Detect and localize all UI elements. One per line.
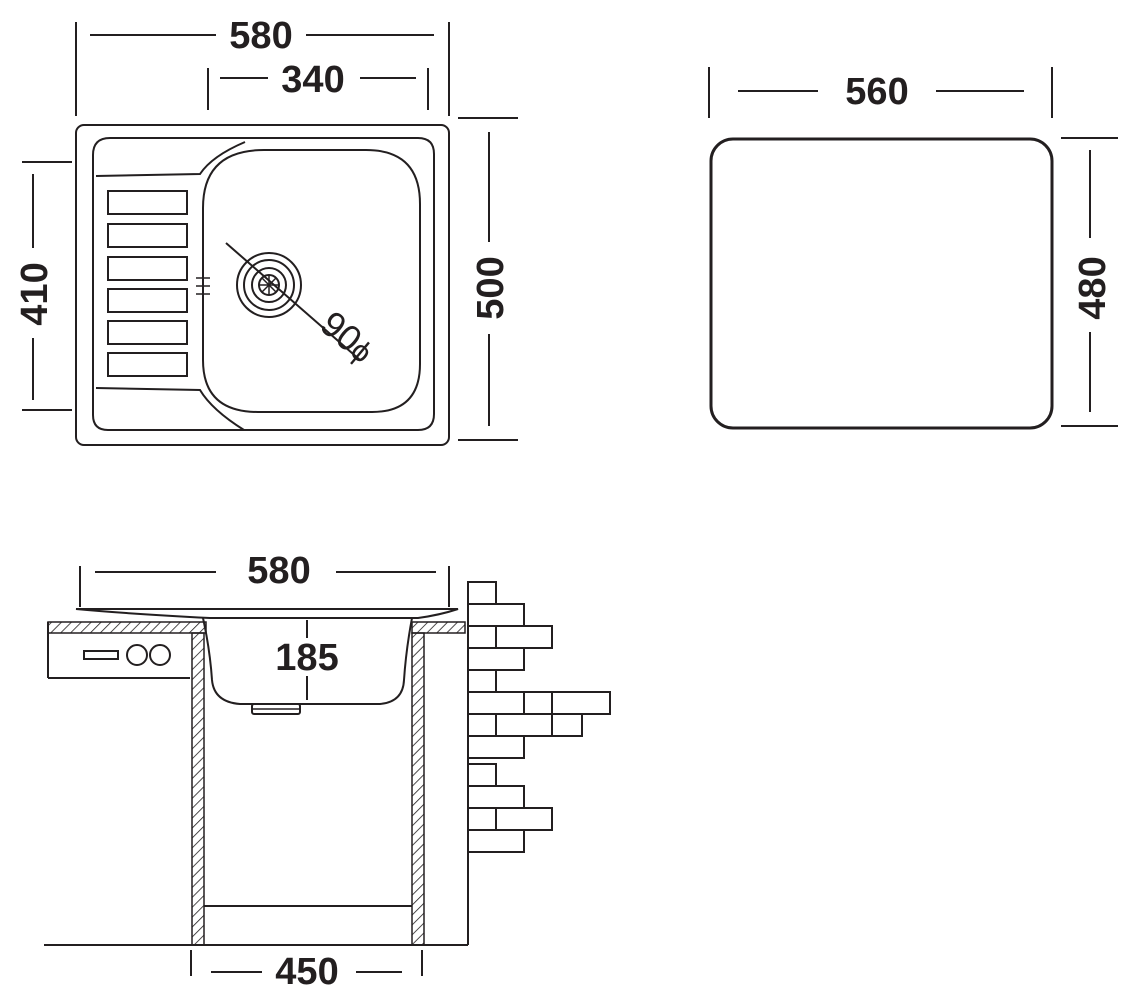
dimension-500: 500 xyxy=(458,117,518,441)
top-view: 580 340 410 500 xyxy=(14,15,518,446)
dimension-580-top: 580 xyxy=(75,15,450,116)
cutout-width-label: 560 xyxy=(845,71,908,113)
dimension-410: 410 xyxy=(14,161,72,411)
cutout-view: 560 480 xyxy=(708,67,1118,430)
sink-rim-profile xyxy=(75,608,459,619)
cutout-outline xyxy=(709,137,1054,430)
side-width-label: 580 xyxy=(247,550,310,592)
dimension-560: 560 xyxy=(708,67,1053,118)
appliance-slot xyxy=(83,650,119,660)
brick-wall xyxy=(467,581,611,945)
drain-outlet xyxy=(236,252,302,318)
dimension-580-side: 580 xyxy=(79,550,450,607)
bowl-outline xyxy=(202,149,421,413)
drain-diameter-label: 90ϕ xyxy=(313,303,383,371)
bowl-profile xyxy=(202,617,413,705)
tap-hole-marker xyxy=(196,272,210,300)
drain-diameter-leader xyxy=(225,242,361,361)
drainboard-divider xyxy=(95,141,246,177)
cabinet-width-label: 450 xyxy=(275,951,338,993)
appliance-knob xyxy=(126,644,148,666)
top-height-label: 410 xyxy=(14,262,56,325)
overall-depth-label: 500 xyxy=(470,256,512,319)
dimension-480: 480 xyxy=(1061,137,1118,427)
appliance-knob xyxy=(149,644,171,666)
side-view: 580 185 xyxy=(44,550,611,993)
cabinet-walls xyxy=(44,632,468,946)
sink-inner-rim xyxy=(92,137,435,431)
drainboard-ribs xyxy=(107,190,188,377)
bowl-depth-label: 185 xyxy=(275,637,338,679)
bowl-width-label: 340 xyxy=(281,59,344,101)
dimension-340: 340 xyxy=(207,59,429,110)
cutout-height-label: 480 xyxy=(1072,256,1114,319)
dimension-450: 450 xyxy=(190,950,423,993)
sink-outer-rim xyxy=(75,124,450,446)
countertop xyxy=(47,621,466,634)
top-width-label: 580 xyxy=(229,15,292,57)
